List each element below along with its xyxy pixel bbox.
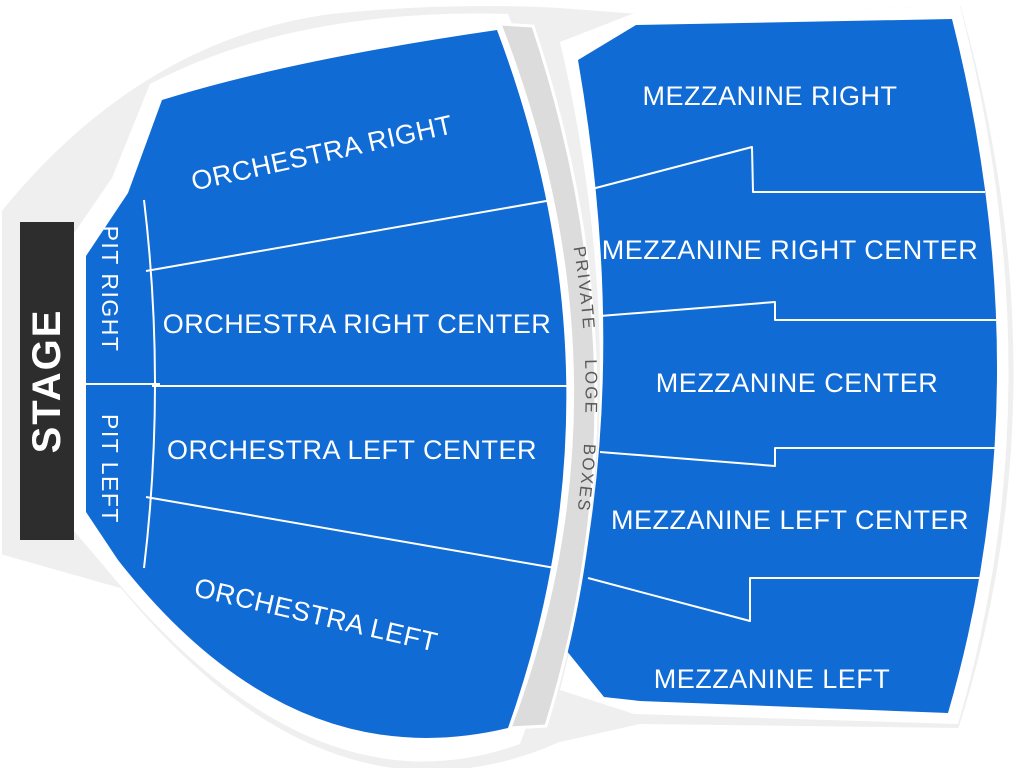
mezzanine-right-label: MEZZANINE RIGHT <box>643 81 898 111</box>
orchestra-divider-3 <box>145 496 556 569</box>
mezzanine-right-center-label: MEZZANINE RIGHT CENTER <box>602 235 979 265</box>
mezzanine-divider-1 <box>587 146 985 193</box>
mezzanine-divider-4 <box>587 577 985 622</box>
mezzanine-left-center-label: MEZZANINE LEFT CENTER <box>611 505 969 535</box>
orchestra-left-center-label: ORCHESTRA LEFT CENTER <box>167 435 537 465</box>
mezzanine-divider-2 <box>599 301 996 321</box>
pit-left-label: PIT LEFT <box>97 414 123 524</box>
private-loge-boxes-band[interactable] <box>497 22 598 730</box>
pit-right-label: PIT RIGHT <box>97 226 123 353</box>
stage-block <box>20 222 74 540</box>
mezzanine-divider-3 <box>599 447 996 467</box>
orchestra-divider-1 <box>145 199 553 272</box>
stage-label: STAGE <box>25 309 69 454</box>
mezzanine-block[interactable] <box>566 19 998 713</box>
mezzanine-center-label: MEZZANINE CENTER <box>656 368 939 398</box>
mezzanine-left-label: MEZZANINE LEFT <box>654 664 891 694</box>
orchestra-right-center-label: ORCHESTRA RIGHT CENTER <box>163 309 552 339</box>
orchestra-bowl[interactable] <box>86 30 567 738</box>
